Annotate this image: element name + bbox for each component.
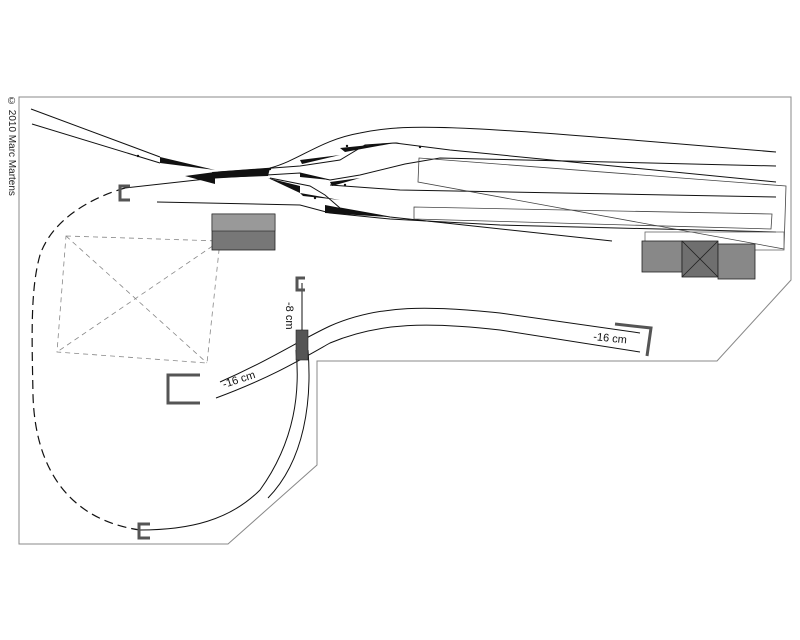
grade-label-lower-left: -16 cm [221,369,257,391]
platforms [413,157,787,250]
bridge-block [295,329,309,361]
grade-label-right: -16 cm [593,331,628,346]
copyright-text: © 2010 Marc Martens [6,96,17,196]
hidden-loop-track [31,187,141,531]
grade-label-vertical: -8 cm [283,302,295,330]
station-building-left [211,213,276,251]
turnout-frogs [160,142,400,217]
baseboard-outline [18,96,792,545]
turnout-motor-dots [136,144,422,200]
tunnel-portals [118,184,653,540]
yard-tracks [30,108,777,242]
station-building-right [641,240,756,280]
dashed-scene-box [56,235,221,364]
ramp-track [139,307,641,531]
